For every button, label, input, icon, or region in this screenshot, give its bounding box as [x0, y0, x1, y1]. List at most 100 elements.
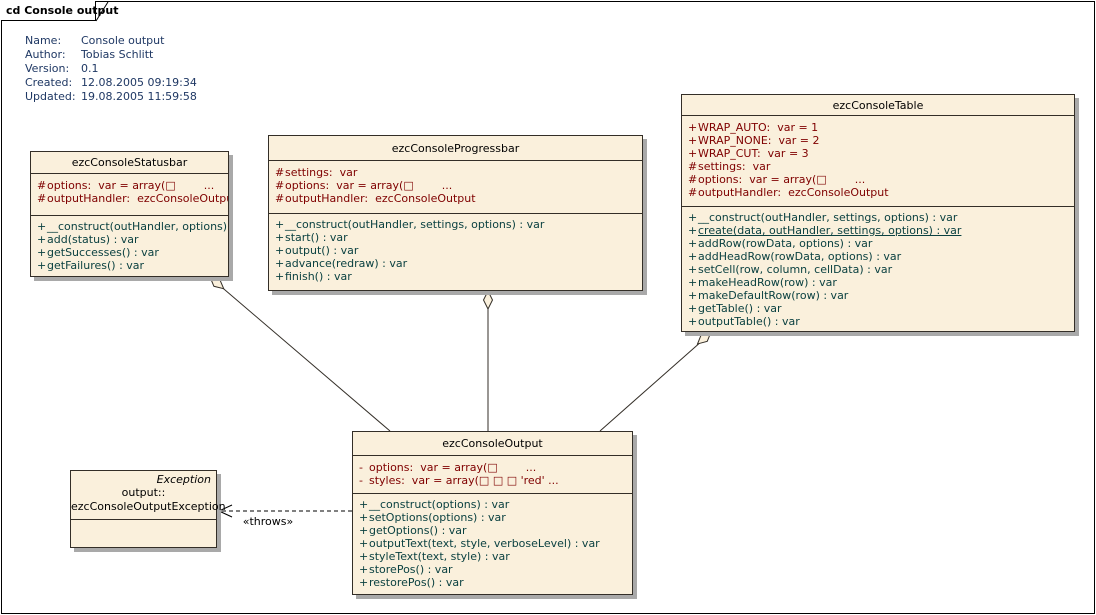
method-row: +__construct(options) : var: [353, 498, 632, 511]
class-title: ezcConsoleStatusbar: [31, 152, 228, 174]
member-text: options: var = array(□ ...: [369, 461, 537, 474]
attribute-row: +WRAP_CUT: var = 3: [682, 147, 1074, 160]
methods-compartment: +__construct(outHandler, options) : var+…: [31, 216, 228, 272]
methods-compartment: +__construct(options) : var+setOptions(o…: [353, 494, 632, 589]
metadata-value: 19.08.2005 11:59:58: [81, 90, 197, 103]
member-text: outputHandler: ezcConsoleOutput: [698, 186, 889, 199]
exception-name: ezcConsoleOutputException: [71, 500, 226, 513]
methods-compartment: +__construct(outHandler, settings, optio…: [682, 207, 1074, 328]
visibility-marker: +: [359, 498, 369, 511]
method-row: +setOptions(options) : var: [353, 511, 632, 524]
visibility-marker: +: [275, 270, 285, 283]
metadata-row: Name: Console output: [25, 34, 197, 48]
visibility-marker: +: [688, 237, 698, 250]
class-ezcConsoleProgressbar[interactable]: ezcConsoleProgressbar #settings: var#opt…: [268, 135, 643, 291]
visibility-marker: +: [359, 511, 369, 524]
attribute-row: +WRAP_NONE: var = 2: [682, 134, 1074, 147]
member-text: outputHandler: ezcConsoleOutput: [47, 192, 228, 205]
attribute-row: #outputHandler: ezcConsoleOutput: [269, 192, 642, 205]
member-text: create(data, outHandler, settings, optio…: [698, 224, 962, 237]
attributes-compartment: #settings: var#options: var = array(□ ..…: [269, 161, 642, 214]
attribute-row: #options: var = array(□ ...: [31, 179, 228, 192]
method-row: +getTable() : var: [682, 302, 1074, 315]
attributes-compartment: #options: var = array(□ ...#outputHandle…: [31, 174, 228, 216]
attribute-row: #options: var = array(□ ...: [269, 179, 642, 192]
method-row: +addRow(rowData, options) : var: [682, 237, 1074, 250]
aggregation-diamond-table[interactable]: [695, 329, 714, 348]
class-ezcConsoleOutput[interactable]: ezcConsoleOutput -options: var = array(□…: [352, 431, 633, 595]
method-row: +__construct(outHandler, options) : var: [31, 220, 228, 233]
visibility-marker: +: [688, 263, 698, 276]
throws-stereotype-label: «throws»: [242, 515, 294, 528]
visibility-marker: #: [688, 160, 698, 173]
member-text: __construct(outHandler, settings, option…: [698, 211, 958, 224]
class-ezcConsoleTable[interactable]: ezcConsoleTable +WRAP_AUTO: var = 1+WRAP…: [681, 94, 1075, 332]
metadata-row: Version: 0.1: [25, 62, 197, 76]
attribute-row: #outputHandler: ezcConsoleOutput: [682, 186, 1074, 199]
throws-arrowhead: [218, 510, 233, 518]
visibility-marker: +: [359, 576, 369, 589]
member-text: options: var = array(□ ...: [47, 179, 215, 192]
frame-tab-diagonal: [95, 1, 109, 22]
exception-stereotype: Exception: [156, 473, 211, 486]
member-text: WRAP_NONE: var = 2: [698, 134, 820, 147]
visibility-marker: +: [275, 257, 285, 270]
member-text: addRow(rowData, options) : var: [698, 237, 873, 250]
member-text: options: var = array(□ ...: [698, 173, 866, 186]
visibility-marker: +: [37, 220, 47, 233]
metadata-label: Author:: [25, 48, 66, 61]
visibility-marker: +: [688, 302, 698, 315]
visibility-marker: +: [688, 147, 698, 160]
member-text: outputTable() : var: [698, 315, 800, 328]
visibility-marker: #: [275, 192, 285, 205]
visibility-marker: #: [37, 179, 47, 192]
method-row: +outputText(text, style, verboseLevel) :…: [353, 537, 632, 550]
method-row: +makeDefaultRow(row) : var: [682, 289, 1074, 302]
member-text: WRAP_AUTO: var = 1: [698, 121, 819, 134]
attribute-row: #outputHandler: ezcConsoleOutput: [31, 192, 228, 205]
throws-arrowhead: [218, 504, 233, 512]
aggregation-line-statusbar-output[interactable]: [210, 277, 391, 432]
member-text: restorePos() : var: [369, 576, 464, 589]
metadata-value: 0.1: [81, 62, 99, 75]
attributes-compartment: +WRAP_AUTO: var = 1+WRAP_NONE: var = 2+W…: [682, 116, 1074, 207]
visibility-marker: +: [688, 289, 698, 302]
aggregation-diamond-statusbar[interactable]: [207, 274, 227, 293]
frame-tab-label: cd Console output: [6, 4, 119, 17]
member-text: advance(redraw) : var: [285, 257, 408, 270]
member-text: makeDefaultRow(row) : var: [698, 289, 849, 302]
visibility-marker: +: [275, 244, 285, 257]
visibility-marker: +: [275, 218, 285, 231]
class-ezcConsoleStatusbar[interactable]: ezcConsoleStatusbar #options: var = arra…: [30, 151, 229, 277]
visibility-marker: +: [688, 134, 698, 147]
visibility-marker: +: [37, 246, 47, 259]
class-title: ezcConsoleProgressbar: [269, 136, 642, 161]
class-title: ezcConsoleTable: [682, 95, 1074, 116]
member-text: setOptions(options) : var: [369, 511, 506, 524]
member-text: __construct(outHandler, options) : var: [47, 220, 228, 233]
class-ezcConsoleOutputException[interactable]: Exception output:: ezcConsoleOutputExcep…: [70, 470, 226, 548]
aggregation-line-table-output[interactable]: [599, 332, 712, 432]
method-row: +__construct(outHandler, settings, optio…: [682, 211, 1074, 224]
method-row: +setCell(row, column, cellData) : var: [682, 263, 1074, 276]
metadata-label: Name:: [25, 34, 62, 47]
visibility-marker: +: [359, 563, 369, 576]
visibility-marker: +: [37, 259, 47, 272]
visibility-marker: +: [688, 224, 698, 237]
visibility-marker: #: [688, 173, 698, 186]
methods-compartment: +__construct(outHandler, settings, optio…: [269, 214, 642, 283]
frame-tab: cd Console output: [1, 1, 118, 21]
attribute-row: #settings: var: [269, 166, 642, 179]
aggregation-diamond-progressbar[interactable]: [482, 289, 494, 311]
metadata-value: Tobias Schlitt: [81, 48, 154, 61]
visibility-marker: +: [359, 550, 369, 563]
member-text: getOptions() : var: [369, 524, 467, 537]
metadata-row: Updated: 19.08.2005 11:59:58: [25, 90, 197, 104]
visibility-marker: #: [37, 192, 47, 205]
visibility-marker: +: [688, 315, 698, 328]
method-row: +advance(redraw) : var: [269, 257, 642, 270]
member-text: settings: var: [285, 166, 358, 179]
visibility-marker: +: [359, 524, 369, 537]
member-text: finish() : var: [285, 270, 352, 283]
